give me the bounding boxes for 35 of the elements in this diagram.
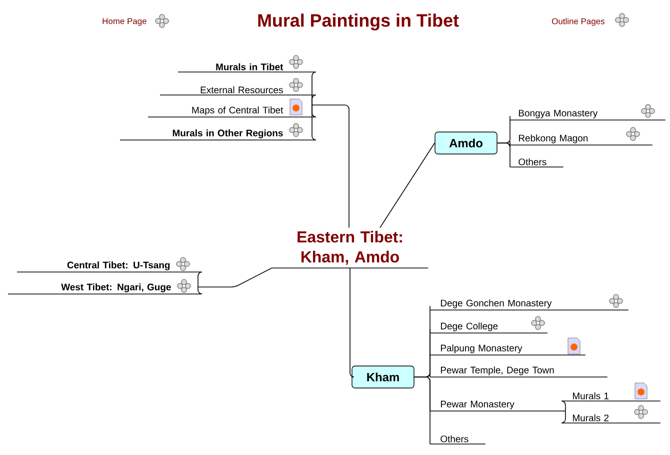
connector (312, 104, 350, 228)
connector (198, 268, 272, 288)
connector (312, 94, 316, 106)
branch-topic: Others (430, 435, 486, 444)
link-text: Outline Pages (552, 18, 604, 26)
connector (350, 268, 354, 378)
connector (496, 142, 510, 168)
topic-box: Kham (352, 366, 414, 388)
branch-topic: Rebkong Magon (510, 134, 653, 146)
branch-topic: West Tibet: Ngari, Guge (8, 283, 199, 294)
connector (312, 104, 316, 140)
branch-topic: Murals 1 (564, 392, 661, 402)
branch-topic: Pewar Monastery (430, 400, 566, 412)
topic-box: Amdo (434, 132, 498, 154)
connector (561, 410, 566, 424)
link-text: Home Page (102, 18, 146, 26)
branch-topic: Dege College (430, 322, 548, 334)
branch-topic: Murals 2 (564, 414, 661, 424)
branch-topic: Pewar Temple, Dege Town (430, 366, 608, 378)
branch-topic: Murals in Tibet (178, 63, 313, 72)
branch-topic: External Resources (160, 86, 313, 96)
branch-topic: Murals in Other Regions (120, 129, 313, 140)
connector (561, 400, 566, 412)
connector (198, 272, 202, 288)
title: Mural Paintings in Tibet (258, 14, 459, 30)
connector (198, 286, 202, 294)
branch-topic: Bongya Monastery (510, 110, 666, 120)
central-topic: Eastern Tibet: Kham, Amdo (271, 230, 429, 268)
connector (380, 142, 436, 228)
branch-topic: Palpung Monastery (430, 344, 586, 356)
branch-topic: Others (510, 158, 564, 168)
branch-topic: Central Tibet: U-Tsang (16, 261, 199, 272)
branch-topic: Dege Gonchen Monastery (430, 299, 629, 310)
branch-topic: Maps of Central Tibet (148, 106, 313, 118)
connector (414, 376, 430, 444)
